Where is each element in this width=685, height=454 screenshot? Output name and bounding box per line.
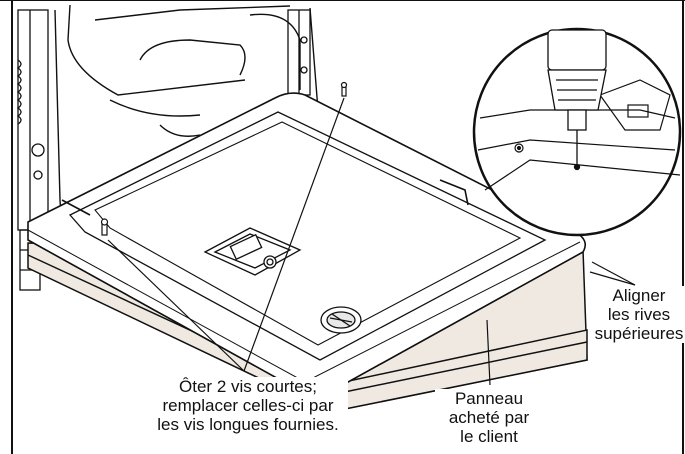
magnified-inset [472, 27, 682, 237]
label-line: Panneau [454, 389, 524, 408]
label-line: Aligner [612, 286, 666, 305]
hinge-right [287, 9, 311, 96]
label-line: supérieures [594, 324, 684, 343]
screw-icon [100, 81, 348, 236]
tub-interior [54, 4, 319, 231]
label-line: acheté par [448, 408, 530, 427]
label-line: les vis longues fournies. [157, 415, 339, 434]
detergent-dispenser [203, 227, 302, 276]
dishwasher-door [27, 92, 586, 397]
label-line: les rives [607, 305, 671, 324]
remove-screws-label: Ôter 2 vis courtes; remplacer celles-ci … [148, 377, 348, 434]
label-line: le client [460, 427, 518, 446]
vent [320, 306, 362, 334]
leader-lines [107, 97, 636, 386]
drill-icon [547, 29, 607, 171]
label-line: remplacer celles-ci par [162, 396, 334, 415]
customer-panel-label: Panneau acheté par le client [435, 389, 543, 446]
align-edges-label: Aligner les rives supérieures [594, 286, 684, 343]
label-line: Ôter 2 vis courtes; [179, 377, 317, 396]
